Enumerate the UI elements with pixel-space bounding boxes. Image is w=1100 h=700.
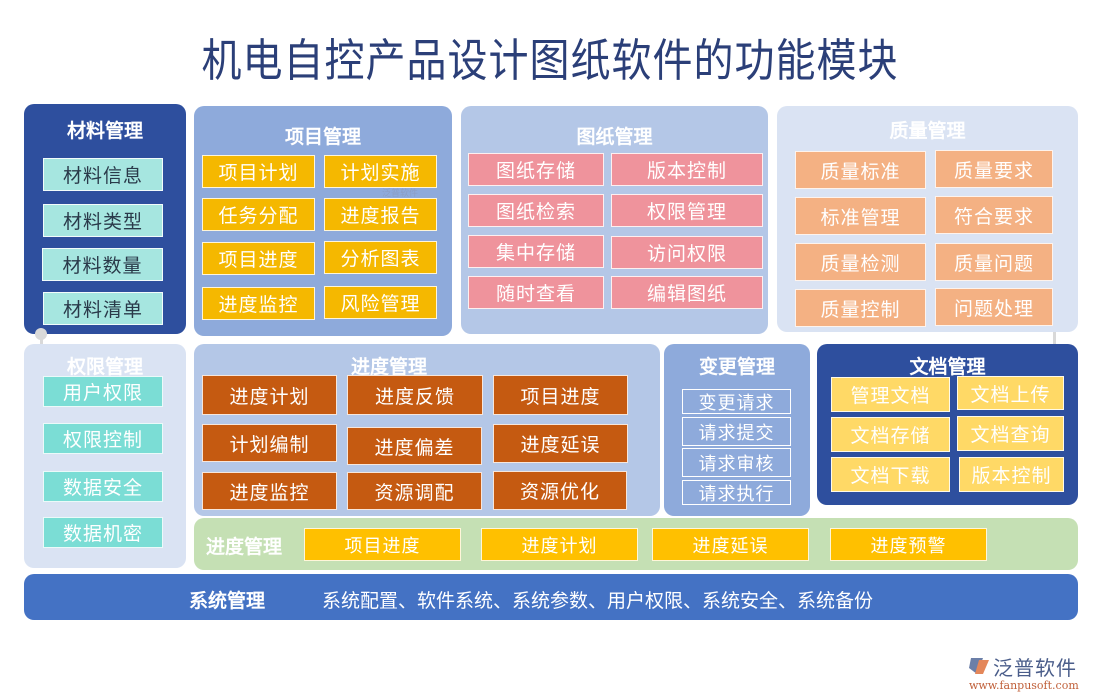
module-item[interactable]: 文档查询 xyxy=(957,416,1064,451)
panel-title-permission: 权限管理 xyxy=(66,356,143,378)
module-item[interactable]: 进度计划 xyxy=(202,375,337,415)
panel-quality: 质量管理 质量标准 质量要求 标准管理 符合要求 质量检测 质量问题 质量控制 … xyxy=(777,106,1078,332)
module-item[interactable]: 材料信息 xyxy=(43,158,163,191)
module-item[interactable]: 任务分配 xyxy=(202,198,315,231)
module-item[interactable]: 质量要求 xyxy=(935,150,1053,188)
module-item[interactable]: 资源优化 xyxy=(493,471,627,510)
module-item[interactable]: 计划实施 xyxy=(324,155,437,188)
panel-title-drawing: 图纸管理 xyxy=(576,126,653,148)
module-item[interactable]: 分析图表 xyxy=(324,241,437,274)
module-item[interactable]: 访问权限 xyxy=(611,236,763,269)
module-item[interactable]: 请求执行 xyxy=(682,480,791,505)
module-item[interactable]: 进度报告 xyxy=(324,198,437,231)
module-item[interactable]: 材料数量 xyxy=(42,248,163,281)
panel-title-quality: 质量管理 xyxy=(889,120,966,142)
module-item[interactable]: 项目进度 xyxy=(493,375,628,415)
module-item[interactable]: 版本控制 xyxy=(959,457,1064,492)
panel-title-document: 文档管理 xyxy=(909,356,986,378)
module-item[interactable]: 进度延误 xyxy=(493,424,628,463)
panel-drawing: 图纸管理 图纸存储 版本控制 图纸检索 权限管理 集中存储 访问权限 随时查看 … xyxy=(461,106,768,334)
module-item[interactable]: 进度监控 xyxy=(202,472,337,510)
brand-logo: 泛普软件 www.fanpusoft.com xyxy=(965,652,1095,696)
module-item[interactable]: 质量问题 xyxy=(935,243,1053,281)
panel-title-material: 材料管理 xyxy=(66,120,143,142)
module-item[interactable]: 数据机密 xyxy=(43,517,163,548)
module-item[interactable]: 变更请求 xyxy=(682,389,791,414)
module-item[interactable]: 版本控制 xyxy=(611,153,763,186)
module-item[interactable]: 进度延误 xyxy=(652,528,809,561)
module-item[interactable]: 管理文档 xyxy=(831,377,950,412)
module-item[interactable]: 标准管理 xyxy=(795,197,926,235)
module-item[interactable]: 权限控制 xyxy=(43,423,163,454)
panel-system: 系统管理 系统配置、软件系统、系统参数、用户权限、系统安全、系统备份 xyxy=(24,574,1078,620)
module-item[interactable]: 质量控制 xyxy=(795,289,926,327)
module-item[interactable]: 进度反馈 xyxy=(347,375,483,415)
module-item[interactable]: 问题处理 xyxy=(935,288,1053,326)
module-item[interactable]: 材料类型 xyxy=(43,204,163,237)
module-item[interactable]: 文档存储 xyxy=(831,417,950,452)
panel-project: 项目管理 项目计划 计划实施 任务分配 进度报告 项目进度 分析图表 进度监控 … xyxy=(194,106,452,336)
module-item[interactable]: 质量标准 xyxy=(795,151,926,189)
module-item[interactable]: 文档下载 xyxy=(831,457,950,492)
module-item[interactable]: 请求提交 xyxy=(682,417,791,446)
connector-line xyxy=(1053,332,1056,352)
page-title: 机电自控产品设计图纸软件的功能模块 xyxy=(201,35,899,88)
module-item[interactable]: 项目进度 xyxy=(304,528,461,561)
module-item[interactable]: 计划编制 xyxy=(202,424,337,462)
module-item[interactable]: 进度偏差 xyxy=(347,427,482,465)
module-item[interactable]: 图纸检索 xyxy=(468,194,604,227)
panel-title-progress: 进度管理 xyxy=(206,536,283,558)
logo-name: 泛普软件 xyxy=(993,656,1077,680)
module-item[interactable]: 进度计划 xyxy=(481,528,638,561)
module-item[interactable]: 文档上传 xyxy=(957,376,1064,410)
module-item[interactable]: 编辑图纸 xyxy=(611,276,763,309)
panel-change: 变更管理 变更请求 请求提交 请求审核 请求执行 xyxy=(664,344,810,516)
logo-icon xyxy=(969,658,989,674)
module-item[interactable]: 进度预警 xyxy=(830,528,987,561)
module-item[interactable]: 进度监控 xyxy=(202,287,315,320)
module-item[interactable]: 项目计划 xyxy=(202,155,315,188)
system-functions: 系统配置、软件系统、系统参数、用户权限、系统安全、系统备份 xyxy=(322,590,874,612)
module-item[interactable]: 符合要求 xyxy=(935,196,1053,234)
module-item[interactable]: 权限管理 xyxy=(611,194,763,227)
module-item[interactable]: 用户权限 xyxy=(43,376,163,407)
panel-title-system: 系统管理 xyxy=(189,590,266,612)
module-item[interactable]: 资源调配 xyxy=(347,472,482,510)
panel-permission: 权限管理 用户权限 权限控制 数据安全 数据机密 xyxy=(24,344,186,568)
module-item[interactable]: 集中存储 xyxy=(468,235,604,268)
panel-title-schedule: 进度管理 xyxy=(350,356,427,378)
module-item[interactable]: 随时查看 xyxy=(468,276,604,309)
module-item[interactable]: 风险管理 xyxy=(324,286,437,319)
logo-url: www.fanpusoft.com xyxy=(969,679,1079,692)
module-item[interactable]: 数据安全 xyxy=(43,471,163,502)
module-item[interactable]: 质量检测 xyxy=(795,243,926,281)
connector-dot xyxy=(35,328,47,340)
panel-title-change: 变更管理 xyxy=(698,356,775,378)
panel-progress: 进度管理 项目进度 进度计划 进度延误 进度预警 xyxy=(194,518,1078,570)
panel-schedule: 进度管理 进度计划 进度反馈 项目进度 计划编制 进度偏差 进度延误 进度监控 … xyxy=(194,344,660,516)
panel-document: 文档管理 管理文档 文档上传 文档存储 文档查询 文档下载 版本控制 xyxy=(817,344,1078,505)
panel-material: 材料管理 材料信息 材料类型 材料数量 材料清单 xyxy=(24,104,186,334)
module-item[interactable]: 请求审核 xyxy=(682,448,791,477)
module-item[interactable]: 项目进度 xyxy=(202,242,315,275)
watermark-logo: 泛普软件 xyxy=(382,189,419,199)
module-item[interactable]: 图纸存储 xyxy=(468,153,604,186)
module-item[interactable]: 材料清单 xyxy=(43,292,163,325)
panel-title-project: 项目管理 xyxy=(284,126,361,148)
